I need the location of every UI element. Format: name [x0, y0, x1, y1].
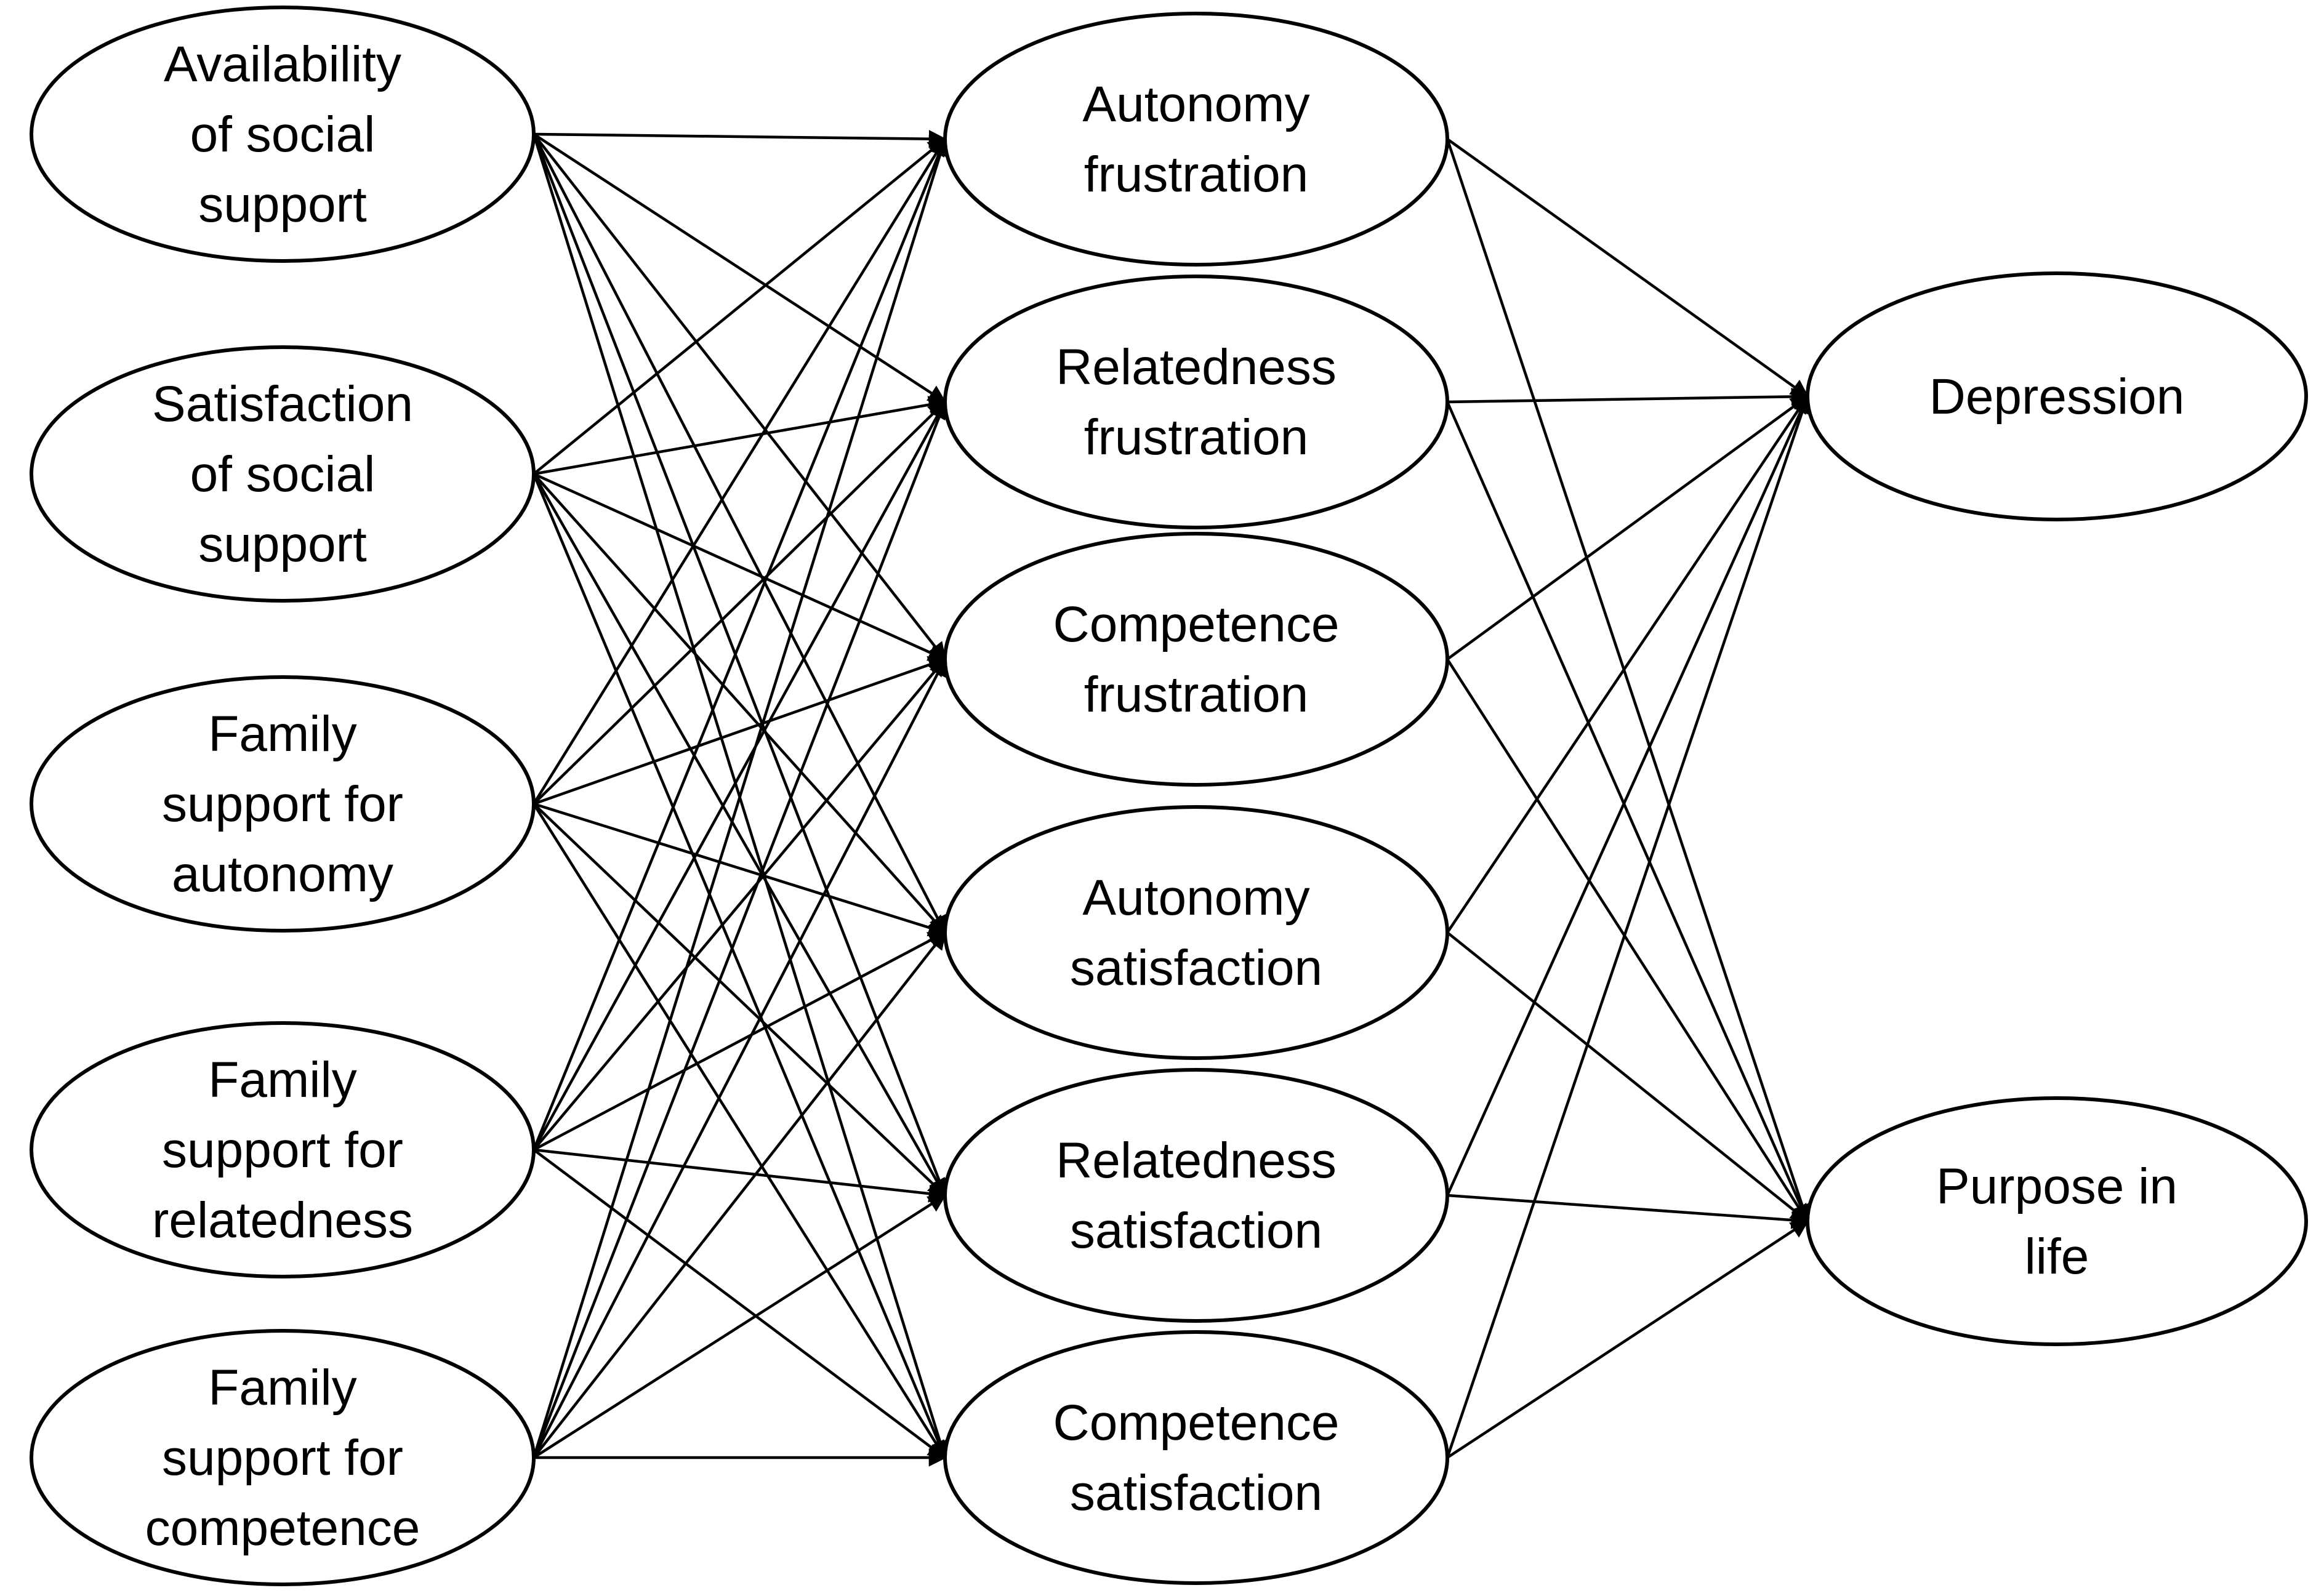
edge-autonomy-frustration-to-purpose-in-life [1445, 138, 1811, 1223]
edge-satisfaction-of-social-support-to-autonomy-satisfaction [533, 473, 946, 934]
edge-availability-of-social-support-to-autonomy-frustration [533, 130, 947, 148]
node-label: Depression [1929, 369, 2185, 425]
node-ellipse [30, 345, 536, 603]
node-ellipse [1806, 271, 2308, 521]
node-ellipse [943, 805, 1449, 1060]
edge-competence-frustration-to-purpose-in-life [1446, 658, 1809, 1223]
edge-family-support-for-autonomy-to-autonomy-frustration [533, 137, 946, 805]
node-ellipse [943, 1068, 1449, 1323]
edge-family-support-for-autonomy-to-relatedness-frustration [533, 400, 947, 805]
edge-family-support-for-competence-to-competence-frustration [532, 657, 947, 1459]
edge-availability-of-social-support-to-autonomy-satisfaction [532, 133, 947, 934]
edge-family-support-for-relatedness-to-relatedness-satisfaction [533, 1148, 947, 1203]
edge-satisfaction-of-social-support-to-competence-satisfaction [532, 473, 947, 1459]
edge-layer [532, 130, 1811, 1467]
edge-autonomy-satisfaction-to-depression [1446, 395, 1809, 934]
node-depression: Depression [1806, 271, 2308, 521]
node-ellipse [943, 275, 1449, 529]
edge-competence-satisfaction-to-depression [1445, 395, 1811, 1458]
edge-family-support-for-competence-to-autonomy-frustration [532, 137, 949, 1458]
edge-family-support-for-autonomy-to-competence-frustration [533, 656, 947, 806]
edge-autonomy-frustration-to-depression [1446, 138, 1809, 398]
edge-relatedness-frustration-to-purpose-in-life [1445, 401, 1809, 1223]
edge-family-support-for-relatedness-to-competence-satisfaction [533, 1149, 947, 1459]
node-ellipse [943, 532, 1449, 787]
node-ellipse [943, 1330, 1449, 1585]
edge-family-support-for-relatedness-to-autonomy-frustration [532, 137, 947, 1150]
edge-satisfaction-of-social-support-to-competence-frustration [533, 472, 947, 661]
node-ellipse [30, 675, 536, 933]
node-ellipse [30, 1329, 536, 1586]
edge-satisfaction-of-social-support-to-relatedness-frustration [533, 396, 947, 476]
node-ellipse [1806, 1096, 2308, 1346]
edge-competence-frustration-to-depression [1446, 395, 1809, 660]
edge-competence-satisfaction-to-purpose-in-life [1446, 1220, 1809, 1459]
edge-availability-of-social-support-to-relatedness-frustration [533, 133, 947, 403]
edge-family-support-for-autonomy-to-competence-satisfaction [533, 803, 946, 1459]
edge-satisfaction-of-social-support-to-relatedness-satisfaction [533, 473, 946, 1197]
edge-family-support-for-competence-to-relatedness-frustration [532, 400, 948, 1458]
edge-availability-of-social-support-to-competence-frustration [533, 133, 946, 661]
edge-relatedness-frustration-to-depression [1447, 387, 1809, 406]
edge-family-support-for-autonomy-to-autonomy-satisfaction [533, 802, 947, 937]
edge-relatedness-satisfaction-to-purpose-in-life [1447, 1194, 1809, 1229]
edge-family-support-for-relatedness-to-autonomy-satisfaction [533, 931, 947, 1151]
node-ellipse [30, 6, 536, 263]
edge-autonomy-satisfaction-to-purpose-in-life [1446, 931, 1809, 1222]
edge-satisfaction-of-social-support-to-autonomy-frustration [533, 138, 947, 475]
edge-family-support-for-relatedness-to-competence-frustration [533, 657, 946, 1151]
edge-family-support-for-autonomy-to-relatedness-satisfaction [533, 803, 947, 1197]
node-ellipse [30, 1021, 536, 1278]
edge-relatedness-satisfaction-to-depression [1445, 395, 1809, 1196]
edge-family-support-for-competence-to-relatedness-satisfaction [533, 1194, 947, 1459]
edge-family-support-for-competence-to-autonomy-satisfaction [533, 931, 946, 1459]
node-ellipse [943, 12, 1449, 267]
edge-family-support-for-relatedness-to-relatedness-frustration [533, 400, 946, 1151]
